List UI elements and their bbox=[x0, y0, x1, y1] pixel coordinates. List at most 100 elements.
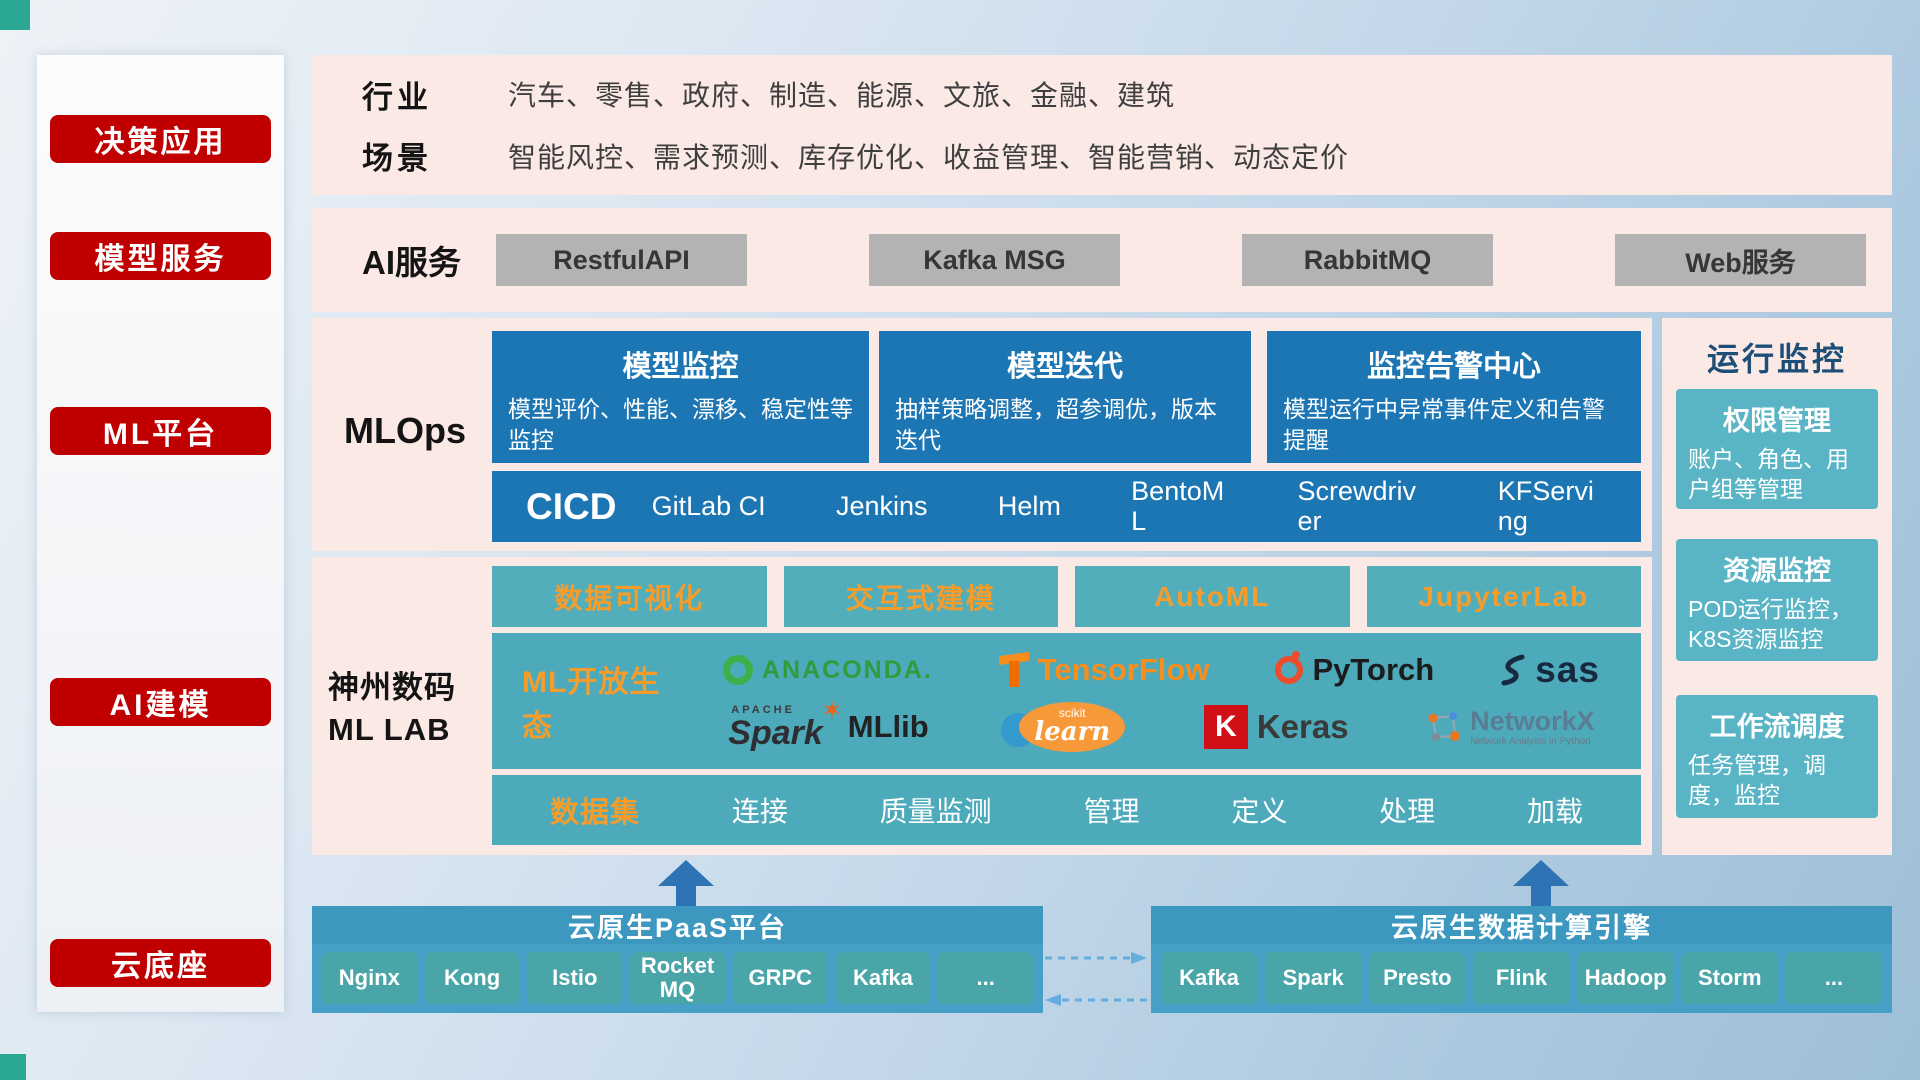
pytorch-logo: PyTorch bbox=[1275, 651, 1434, 688]
ml-ecosystem-logos: ANACONDA. TensorFlow PyTorch sa bbox=[690, 649, 1633, 753]
cicd-bar: CICD GitLab CI Jenkins Helm BentoML Scre… bbox=[492, 471, 1641, 542]
spark-logo: APACHE Spark bbox=[728, 703, 823, 752]
cicd-item-kfserving: KFServing bbox=[1497, 475, 1594, 536]
industry-row: 行业 汽车、零售、政府、制造、能源、文旅、金融、建筑 bbox=[312, 72, 1892, 117]
dataset-item-connect: 连接 bbox=[731, 796, 788, 827]
workflow-desc: 任务管理，调度，监控 bbox=[1688, 752, 1826, 808]
networkx-subtitle: Network Analysis in Python bbox=[1470, 736, 1591, 748]
anaconda-icon bbox=[723, 655, 753, 685]
learn-text: learn bbox=[1034, 717, 1111, 748]
sidebar-item-cloud-base: 云底座 bbox=[50, 939, 271, 987]
industry-label: 行业 bbox=[362, 79, 432, 115]
paas-item-nginx: Nginx bbox=[322, 952, 417, 1004]
alert-center-title: 监控告警中心 bbox=[1366, 351, 1541, 383]
resource-monitoring-card: 资源监控 POD运行监控，K8S资源监控 bbox=[1676, 539, 1878, 661]
dataset-item-load: 加载 bbox=[1526, 796, 1583, 827]
keras-logo: K Keras bbox=[1203, 705, 1349, 749]
paas-items: Nginx Kong Istio RocketMQ GRPC Kafka ... bbox=[312, 944, 1043, 1012]
anaconda-logo: ANACONDA. bbox=[723, 655, 933, 685]
data-engine-title: 云原生数据计算引擎 bbox=[1151, 906, 1892, 944]
dataset-label: 数据集 bbox=[550, 797, 641, 829]
permission-desc: 账户、角色、用户组等管理 bbox=[1688, 446, 1849, 502]
rabbitmq-block: RabbitMQ bbox=[1242, 234, 1493, 286]
paas-item-more: ... bbox=[938, 952, 1034, 1004]
mllab-label-line1: 神州数码 bbox=[328, 670, 456, 705]
model-monitoring-title: 模型监控 bbox=[622, 351, 739, 383]
mlops-label: MLOps bbox=[344, 410, 466, 451]
cicd-items: GitLab CI Jenkins Helm BentoML Screwdriv… bbox=[616, 475, 1641, 536]
engine-item-flink: Flink bbox=[1473, 952, 1570, 1004]
paas-platform-block: 云原生PaaS平台 Nginx Kong Istio RocketMQ GRPC… bbox=[312, 906, 1043, 1013]
automl-block: AutoML bbox=[1075, 566, 1350, 627]
dataset-item-manage: 管理 bbox=[1083, 796, 1140, 827]
networkx-logo: NetworkX Network Analysis in Python bbox=[1425, 705, 1595, 748]
paas-item-rocketmq: RocketMQ bbox=[630, 952, 725, 1004]
spark-mllib-logo: APACHE Spark MLlib bbox=[728, 703, 929, 752]
interactive-modeling-block: 交互式建模 bbox=[783, 566, 1058, 627]
cicd-item-helm: Helm bbox=[997, 490, 1061, 521]
paas-item-kafka: Kafka bbox=[835, 952, 931, 1004]
networkx-text: NetworkX bbox=[1470, 705, 1595, 736]
dataset-item-process: 处理 bbox=[1379, 796, 1436, 827]
engine-item-hadoop: Hadoop bbox=[1577, 952, 1674, 1004]
paas-item-kong: Kong bbox=[424, 952, 520, 1004]
scenario-text: 智能风控、需求预测、库存优化、收益管理、智能营销、动态定价 bbox=[508, 141, 1350, 173]
ml-ecosystem-label: ML开放生态 bbox=[522, 666, 661, 743]
mllab-section: 神州数码 ML LAB 数据可视化 交互式建模 AutoML JupyterLa… bbox=[312, 557, 1652, 855]
web-service-block: Web服务 bbox=[1615, 234, 1866, 286]
alert-center-desc: 模型运行中异常事件定义和告警提醒 bbox=[1283, 396, 1605, 454]
engine-item-storm: Storm bbox=[1681, 952, 1778, 1004]
engine-item-more: ... bbox=[1785, 952, 1882, 1004]
dataset-item-quality: 质量监测 bbox=[879, 796, 992, 827]
keras-text: Keras bbox=[1256, 708, 1349, 745]
decorative-corner-square-bottom bbox=[0, 1054, 26, 1080]
cicd-label: CICD bbox=[526, 485, 617, 527]
resource-title: 资源监控 bbox=[1723, 556, 1831, 586]
decorative-corner-square-top bbox=[0, 0, 30, 30]
data-visualization-block: 数据可视化 bbox=[492, 566, 767, 627]
ml-ecosystem-box: ML开放生态 ANACONDA. TensorFlow PyTorch bbox=[492, 633, 1641, 769]
scikit-learn-badge: scikit learn bbox=[1019, 702, 1126, 752]
cicd-item-jenkins: Jenkins bbox=[835, 490, 928, 521]
up-arrow-icon bbox=[658, 860, 714, 906]
keras-icon: K bbox=[1203, 705, 1248, 749]
ai-service-label: AI服务 bbox=[362, 244, 461, 281]
networkx-text-stack: NetworkX Network Analysis in Python bbox=[1470, 705, 1595, 748]
engine-item-spark: Spark bbox=[1265, 952, 1362, 1004]
ai-service-buttons: RestfulAPI Kafka MSG RabbitMQ Web服务 bbox=[496, 234, 1866, 286]
sas-icon bbox=[1501, 654, 1525, 686]
spark-text: Spark bbox=[728, 713, 823, 752]
mlops-section: MLOps 模型监控 模型评价、性能、漂移、稳定性等监控 模型迭代 抽样策略调整… bbox=[312, 318, 1652, 551]
model-monitoring-desc: 模型评价、性能、漂移、稳定性等监控 bbox=[508, 396, 853, 454]
paas-item-istio: Istio bbox=[527, 952, 623, 1004]
model-iteration-card: 模型迭代 抽样策略调整，超参调优，版本迭代 bbox=[879, 331, 1251, 463]
sidebar-item-ml-platform: ML平台 bbox=[50, 407, 271, 455]
mllab-label-line2: ML LAB bbox=[328, 711, 451, 747]
mllib-text: MLlib bbox=[847, 709, 929, 744]
dataset-bar: 数据集 连接 质量监测 管理 定义 处理 加载 bbox=[492, 775, 1641, 845]
scikit-learn-logo: scikit learn bbox=[1001, 701, 1127, 753]
scenario-label: 场景 bbox=[362, 141, 432, 177]
permission-management-card: 权限管理 账户、角色、用户组等管理 bbox=[1676, 389, 1878, 509]
industry-section: 行业 汽车、零售、政府、制造、能源、文旅、金融、建筑 场景 智能风控、需求预测、… bbox=[312, 55, 1892, 195]
resource-desc: POD运行监控，K8S资源监控 bbox=[1688, 596, 1853, 652]
engine-item-kafka: Kafka bbox=[1161, 952, 1258, 1004]
workflow-scheduling-card: 工作流调度 任务管理，调度，监控 bbox=[1676, 695, 1878, 818]
engine-item-presto: Presto bbox=[1369, 952, 1466, 1004]
cicd-item-bentoml: BentoML bbox=[1131, 475, 1225, 536]
tensorflow-icon bbox=[999, 652, 1029, 688]
scikit-text: scikit bbox=[1058, 706, 1086, 721]
model-iteration-title: 模型迭代 bbox=[1006, 351, 1123, 383]
monitoring-panel: 运行监控 权限管理 账户、角色、用户组等管理 资源监控 POD运行监控，K8S资… bbox=[1662, 318, 1892, 855]
scenario-row: 场景 智能风控、需求预测、库存优化、收益管理、智能营销、动态定价 bbox=[312, 133, 1892, 178]
paas-item-grpc: GRPC bbox=[732, 952, 828, 1004]
alert-center-card: 监控告警中心 模型运行中异常事件定义和告警提醒 bbox=[1267, 331, 1641, 463]
exchange-arrows-icon bbox=[1045, 952, 1147, 1006]
industry-text: 汽车、零售、政府、制造、能源、文旅、金融、建筑 bbox=[508, 80, 1176, 112]
kafka-msg-block: Kafka MSG bbox=[869, 234, 1120, 286]
permission-title: 权限管理 bbox=[1723, 406, 1831, 436]
layer-sidebar: 决策应用 模型服务 ML平台 AI建模 云底座 bbox=[37, 55, 284, 1012]
ecosystem-row-2: APACHE Spark MLlib scikit learn bbox=[690, 701, 1633, 753]
apache-text: APACHE bbox=[731, 703, 795, 716]
